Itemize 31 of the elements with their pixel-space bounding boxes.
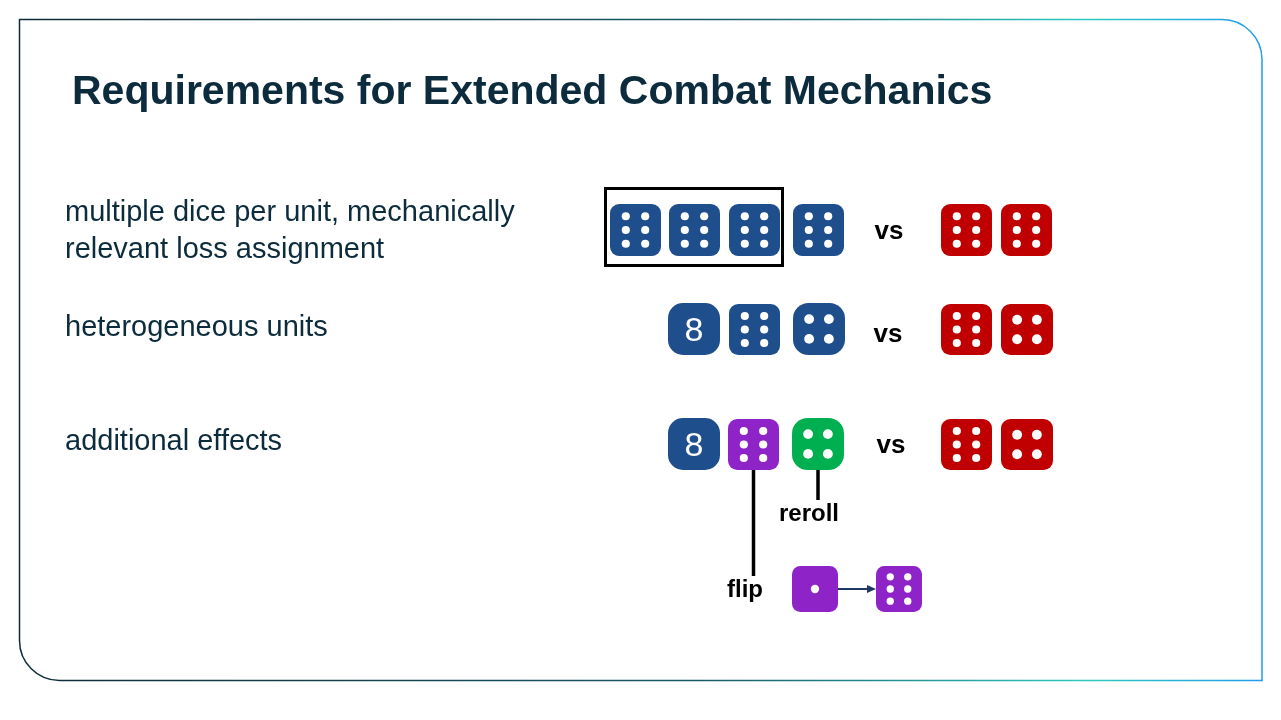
die-icon bbox=[941, 419, 992, 470]
die-icon bbox=[941, 204, 992, 256]
die-icon bbox=[729, 304, 780, 355]
die-icon bbox=[728, 419, 779, 470]
requirement-text: heterogeneous units bbox=[65, 308, 329, 344]
die-icon bbox=[793, 303, 845, 355]
die-icon bbox=[941, 304, 992, 355]
group-frame bbox=[604, 187, 784, 267]
callout-label: reroll bbox=[779, 500, 840, 526]
die-icon bbox=[876, 566, 922, 612]
die-icon bbox=[792, 418, 844, 470]
die-icon bbox=[1001, 419, 1053, 470]
versus-label: vs bbox=[874, 215, 904, 245]
die-icon bbox=[793, 204, 844, 256]
versus-label: vs bbox=[873, 318, 903, 348]
arrow bbox=[837, 585, 876, 593]
die-icon bbox=[1001, 304, 1053, 355]
die-icon bbox=[1001, 204, 1052, 256]
leader-line bbox=[751, 470, 756, 576]
die-icon bbox=[669, 204, 720, 256]
die-icon bbox=[729, 204, 780, 256]
requirement-text: additional effects bbox=[65, 422, 284, 458]
number-die: 8 bbox=[668, 418, 720, 470]
requirement-text: multiple dice per unit, mechanically relevant loss assignment bbox=[65, 194, 516, 266]
die-icon bbox=[610, 204, 661, 256]
slide-title: Requirements for Extended Combat Mechanics bbox=[72, 66, 993, 114]
versus-label: vs bbox=[876, 429, 906, 459]
number-die: 8 bbox=[668, 303, 720, 355]
leader-line bbox=[816, 470, 820, 500]
callout-label: flip bbox=[727, 576, 763, 602]
die-icon bbox=[792, 566, 838, 612]
